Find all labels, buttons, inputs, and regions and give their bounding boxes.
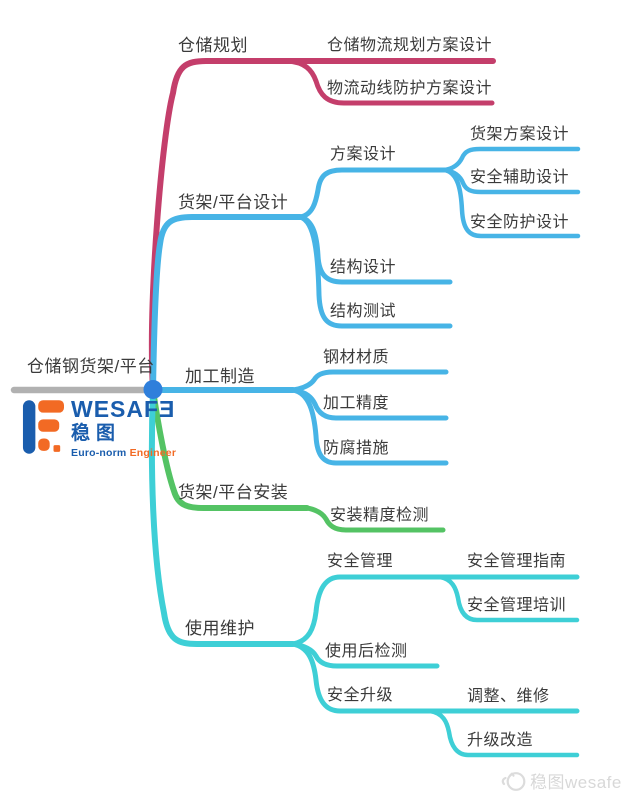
edge-warehouse-planning: [148, 58, 496, 393]
node-safety-management-guide: 安全管理指南: [467, 553, 567, 570]
wesafe-logo-icon: [22, 400, 64, 454]
node-scheme-design: 方案设计: [330, 146, 397, 163]
edge-structural-testing: [297, 214, 453, 329]
edge-safety-management: [290, 574, 580, 647]
node-safety-protection-design: 安全防护设计: [470, 214, 570, 231]
node-structural-testing: 结构测试: [330, 303, 397, 320]
node-safety-management-training: 安全管理培训: [467, 597, 567, 614]
root-hub-dot: [143, 380, 163, 399]
edge-steel-material: [290, 369, 449, 393]
branch-rack-platform-design: 货架/平台设计: [178, 193, 289, 212]
edge-installation-precision-inspection: [304, 505, 446, 533]
edge-upgrade-transformation: [427, 708, 580, 758]
node-warehouse-logistics-plan-design: 仓储物流规划方案设计: [327, 37, 493, 54]
wesafe-tagline: Euro-norm Engineer: [71, 448, 176, 459]
wesafe-logo-text: WESAFƎ 稳图 Euro-norm Engineer: [71, 398, 176, 459]
node-rack-scheme-design: 货架方案设计: [470, 126, 570, 143]
node-post-use-inspection: 使用后检测: [325, 643, 408, 660]
branch-warehouse-planning: 仓储规划: [178, 36, 248, 55]
edge-scheme-design: [297, 167, 448, 220]
tagline-engineer: Engineer: [129, 447, 177, 459]
edge-safety-management-training: [437, 574, 580, 623]
node-safety-management: 安全管理: [327, 553, 394, 570]
wesafe-logo: WESAFƎ 稳图 Euro-norm Engineer: [22, 398, 176, 459]
edge-safety-upgrade: [290, 641, 580, 714]
node-machining-precision: 加工精度: [323, 395, 390, 412]
edge-rack-platform-installation: [150, 387, 310, 511]
root-node-label: 仓储钢货架/平台: [27, 357, 155, 376]
watermark-logo-icon: [501, 771, 526, 791]
node-steel-material: 钢材材质: [323, 349, 390, 366]
node-installation-precision-inspection: 安装精度检测: [330, 507, 430, 524]
watermark: 稳图wesafe: [500, 768, 622, 793]
node-structural-design: 结构设计: [330, 259, 397, 276]
node-logistics-route-protection-design: 物流动线防护方案设计: [327, 80, 493, 97]
branch-rack-platform-installation: 货架/平台安装: [178, 483, 289, 502]
wesafe-name-cn: 稳图: [71, 423, 122, 444]
watermark-text: 稳图wesafe: [530, 773, 622, 792]
edge-rack-platform-design: [150, 214, 303, 393]
tagline-euro-norm: Euro-norm: [71, 447, 127, 459]
edge-rack-scheme-design: [442, 146, 581, 173]
node-anticorrosion-measures: 防腐措施: [323, 440, 390, 457]
branch-use-maintenance: 使用维护: [185, 619, 255, 638]
edge-anticorrosion-measures: [290, 387, 449, 466]
node-safety-auxiliary-design: 安全辅助设计: [470, 169, 570, 186]
edge-safety-protection-design: [442, 167, 581, 239]
wesafe-wordmark: WESAFƎ: [71, 396, 176, 422]
node-upgrade-transformation: 升级改造: [467, 732, 534, 749]
edge-logistics-route-protection-design: [284, 58, 495, 106]
node-adjustment-repair: 调整、维修: [467, 688, 550, 705]
branch-manufacturing: 加工制造: [185, 367, 255, 386]
node-safety-upgrade: 安全升级: [327, 687, 394, 704]
edge-use-maintenance: [148, 387, 296, 647]
